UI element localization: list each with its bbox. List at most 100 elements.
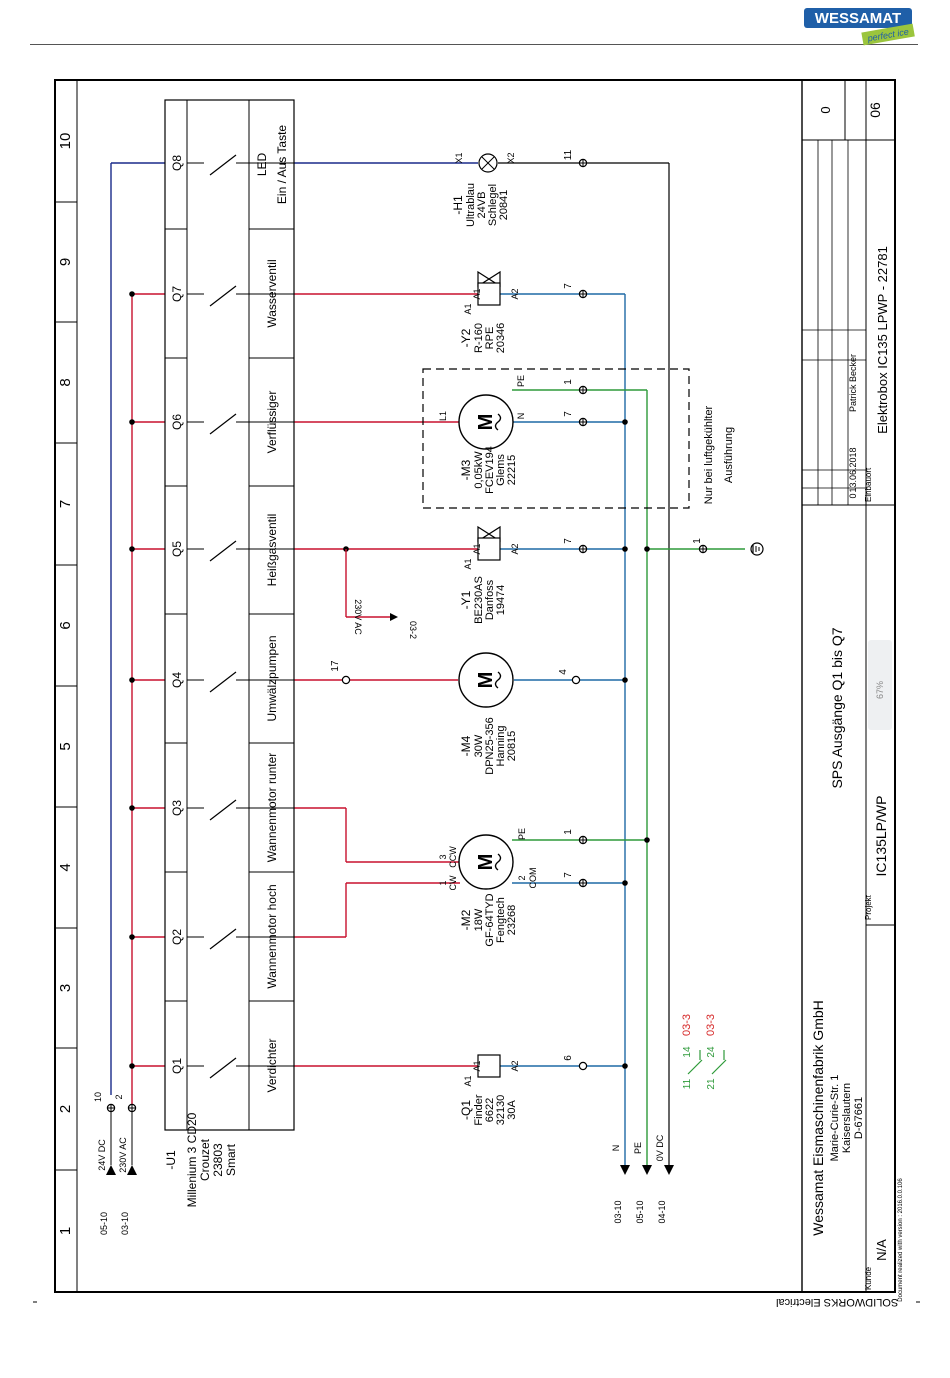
junction-dot <box>644 546 650 552</box>
lamp-terminal: X1 <box>454 152 464 163</box>
supply-terminal-number: 2 <box>114 1094 124 1099</box>
junction-dot <box>129 934 135 940</box>
device-spec: Hanning <box>495 726 507 767</box>
company-name: Wessamat Eismaschinenfabrik GmbH <box>810 1000 826 1235</box>
device-spec: GF-64TYD <box>484 893 496 946</box>
device-spec: Danfoss <box>484 579 496 620</box>
coil-terminal: A1 <box>463 1075 473 1086</box>
optional-box <box>422 368 690 509</box>
kunde-value: N/A <box>874 1239 889 1261</box>
terminal-number: 4 <box>558 669 569 675</box>
motor-letter: M <box>475 672 497 689</box>
kunde-label: Kunde <box>864 1266 873 1290</box>
plc-desc: Millenium 3 CD20 <box>185 1112 199 1207</box>
company-address: Kaiserslautern <box>841 1083 853 1153</box>
plc-contact <box>209 154 237 176</box>
motor-pin: CW <box>448 875 458 890</box>
junction-dot <box>622 880 628 886</box>
grid-column-number: 9 <box>57 258 74 266</box>
supply-ref: 05-10 <box>99 1212 109 1235</box>
device-spec: FCEV194 <box>484 446 496 494</box>
device-tag: -M3 <box>459 459 473 480</box>
grid-column-number: 5 <box>57 742 74 750</box>
bus-label: 0V DC <box>655 1134 665 1161</box>
ac-symbol <box>494 853 502 871</box>
logo-text: WESSAMAT <box>815 10 901 27</box>
supply-ref: 03-10 <box>120 1212 130 1235</box>
grid-column-number: 6 <box>57 621 74 629</box>
plc-output-number: Q8 <box>170 155 184 171</box>
junction-dot <box>622 1063 628 1069</box>
crossref-target: 03-2 <box>408 621 418 639</box>
plc-output-number: Q6 <box>170 414 184 430</box>
lamp-terminal: X2 <box>506 152 516 163</box>
device-spec: RPE <box>484 327 496 350</box>
device-tag: -M4 <box>459 735 473 756</box>
company-address: D-67661 <box>853 1097 865 1139</box>
zoom-level: 67% <box>875 681 885 699</box>
plc-contact <box>209 285 237 307</box>
motor-letter: M <box>475 854 497 871</box>
terminal-number: 7 <box>563 538 574 544</box>
projekt-label: Projekt <box>864 894 873 920</box>
terminal-number: 6 <box>563 1055 574 1061</box>
motor-pin: 3 <box>438 854 448 859</box>
rev-index: 0 <box>848 493 858 498</box>
contact-symbol <box>687 1059 703 1075</box>
plc-contact <box>209 413 237 435</box>
doc-note: Document realized with version : 2016.0.… <box>898 1178 904 1302</box>
plc-contact <box>209 671 237 693</box>
device-spec: Finder <box>473 1094 485 1126</box>
coil-terminal: A1 <box>472 1060 482 1071</box>
contact-number: 11 <box>682 1078 693 1089</box>
device-spec: R-160 <box>473 323 485 353</box>
terminal-number: 11 <box>563 149 574 160</box>
grid-column-number: 1 <box>57 1227 74 1235</box>
bus-label: PE <box>633 1142 643 1154</box>
plc-output-label: Heißgasventil <box>265 514 279 587</box>
bus-ref: 04-10 <box>657 1200 667 1223</box>
device-spec: 18W <box>473 908 485 931</box>
plc-output-label: Verdichter <box>265 1038 279 1092</box>
plc-output-label: Umwälzpumpen <box>265 635 279 721</box>
device-spec: 20815 <box>506 731 518 762</box>
plc-contact <box>209 928 237 950</box>
terminal-number: 7 <box>563 283 574 289</box>
bus-arrow <box>664 1165 674 1175</box>
device-spec: 30A <box>506 1100 518 1120</box>
terminal-number: 7 <box>563 411 574 417</box>
lamp-icon <box>481 156 495 170</box>
company-address: Marie-Curie-Str. 1 <box>829 1075 841 1162</box>
device-spec: DPN25-356 <box>484 717 496 774</box>
plc-output-number: Q7 <box>170 286 184 302</box>
motor-m3 <box>458 394 514 450</box>
plc-output-number: Q3 <box>170 800 184 816</box>
plc-desc: 23803 <box>211 1143 225 1177</box>
junction-dot <box>129 419 135 425</box>
bus-arrow <box>620 1165 630 1175</box>
plc-output-number: Q1 <box>170 1058 184 1074</box>
device-tag: -Q1 <box>459 1100 473 1120</box>
coil-y1 <box>477 537 501 561</box>
wessamat-logo: WESSAMAT perfect ice <box>804 8 915 46</box>
coil-terminal: A2 <box>510 543 520 554</box>
motor-pin: 1 <box>438 880 448 885</box>
footer-software: SOLIDWORKS Electrical <box>776 1296 899 1308</box>
plc-desc: Smart <box>224 1143 238 1176</box>
sheet-title: SPS Ausgänge Q1 bis Q7 <box>829 627 845 788</box>
coil-terminal: A1 <box>472 288 482 299</box>
motor-pin: COM <box>528 868 538 889</box>
motor-letter: M <box>475 414 497 431</box>
device-spec: Glems <box>495 454 507 486</box>
contact-symbol <box>711 1059 727 1075</box>
rev-author: Patrick Becker <box>848 354 858 412</box>
plc-contact <box>209 1057 237 1079</box>
bus-label: N <box>611 1145 621 1152</box>
contact-crossref: 03-3 <box>705 1014 717 1036</box>
device-spec: 24VB <box>476 192 488 219</box>
grid-column-number: 7 <box>57 500 74 508</box>
einbauort-label: Einbauort <box>864 467 873 502</box>
contact-crossref: 03-3 <box>681 1014 693 1036</box>
